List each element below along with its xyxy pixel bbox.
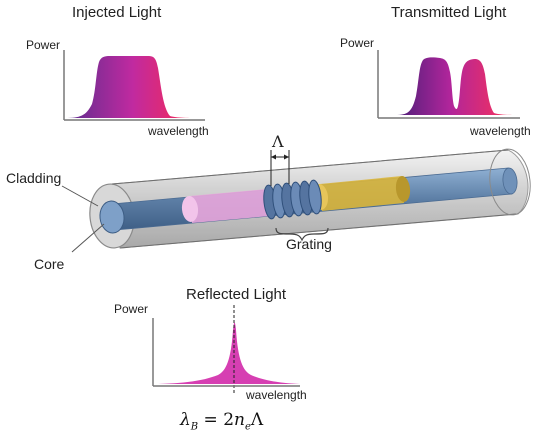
eq-period: Λ [250,410,264,430]
injected-x-label: wavelength [148,124,209,138]
eq-ne: n [234,410,245,430]
period-marker [270,150,290,186]
pink-light-segment [190,189,270,223]
grating-rings [263,179,322,220]
injected-light-title: Injected Light [72,4,162,21]
core-end-face [99,200,125,234]
cladding-bottom-edge [119,213,517,249]
eq-lambda-sub: B [190,421,199,433]
eq-ne-sub: e [244,421,251,433]
period-symbol: Λ [272,132,284,151]
reflected-light-title: Reflected Light [186,286,287,303]
reflected-spectrum [158,322,300,384]
reflected-y-label: Power [114,302,149,316]
injected-y-label: Power [26,38,61,52]
yellow-light-segment [320,176,404,211]
yellow-segment-end [395,176,411,202]
pink-segment-cap [181,196,199,222]
transmitted-light-title: Transmitted Light [391,4,507,21]
reflected-light-plot [152,305,300,395]
cladding-label: Cladding [6,170,62,186]
injected-light-plot [63,50,205,121]
core-far-end [502,167,518,195]
eq-rhs-pre: = 2 [198,410,235,430]
transmitted-x-label: wavelength [470,124,531,138]
bragg-equation: λB = 2neΛ [180,410,263,432]
transmitted-spectrum [395,57,516,115]
transmitted-light-plot [377,50,520,119]
transmitted-y-label: Power [340,36,375,50]
core-label: Core [34,256,65,272]
grating-label: Grating [286,236,332,252]
optical-fiber [89,148,531,249]
injected-spectrum [65,56,200,118]
reflected-x-label: wavelength [246,388,307,402]
cladding-top-edge [111,149,509,185]
cladding-far-end [489,148,531,216]
core-pointer [71,223,105,253]
eq-lambda: λ [180,410,191,430]
grating-brace [275,227,329,242]
cladding-pointer [61,185,99,207]
